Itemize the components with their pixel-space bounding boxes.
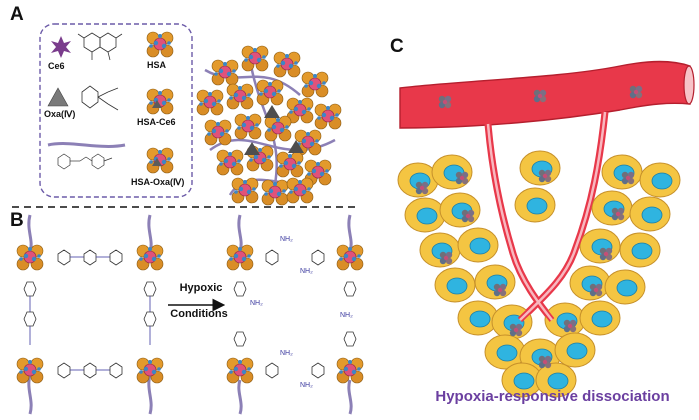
amine-label: NH₂ <box>340 312 353 319</box>
caption-hypoxia: Hypoxia-responsive dissociation <box>435 388 670 405</box>
panel-c-label: C <box>390 36 404 57</box>
hsa-icon <box>146 31 174 58</box>
panel-a-label: A <box>10 4 24 25</box>
linker-structure-icon <box>57 153 113 170</box>
amine-label: NH₂ <box>280 236 293 243</box>
hsa-ce6-label: HSA-Ce6 <box>137 117 176 127</box>
hypoxic-label: Hypoxic <box>179 282 223 294</box>
hsa-oxa-label: HSA-Oxa(Ⅳ) <box>131 177 185 187</box>
hsa-ce6-icon <box>146 88 174 115</box>
panel-b-label: B <box>10 210 24 231</box>
hsa-label: HSA <box>147 60 167 70</box>
oxa-structure-icon <box>81 85 119 111</box>
polymer-icon <box>47 142 126 148</box>
ce6-structure-icon <box>77 32 123 61</box>
amine-label: NH₂ <box>300 268 313 275</box>
oxa-icon <box>47 87 69 107</box>
dissociated-network <box>226 214 364 415</box>
ce6-icon <box>51 36 71 58</box>
amine-label: NH₂ <box>250 300 263 307</box>
amine-label: NH₂ <box>280 350 293 357</box>
conditions-label: Conditions <box>170 308 228 320</box>
ce6-label: Ce6 <box>48 61 65 71</box>
assembled-nanonetwork <box>196 45 342 206</box>
oxa-label: Oxa(Ⅳ) <box>44 109 76 119</box>
legend-box <box>39 23 193 198</box>
hsa-oxa-icon <box>146 147 174 174</box>
amine-label: NH₂ <box>300 382 313 389</box>
intact-network <box>16 214 164 415</box>
